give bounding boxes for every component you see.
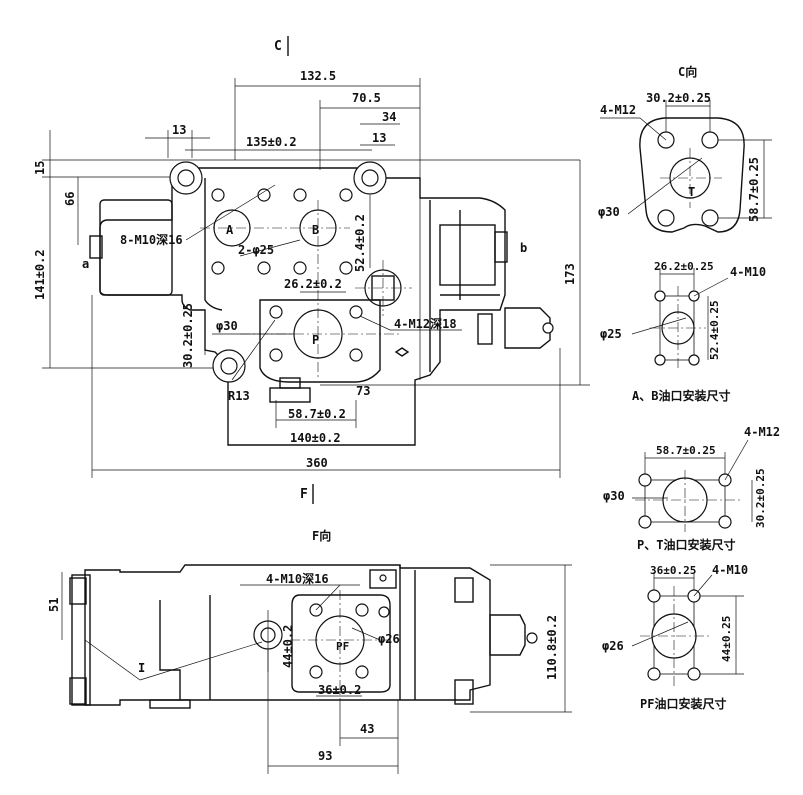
dim-70-5: 70.5 [352, 91, 381, 105]
c-dim-30-2: 30.2±0.25 [646, 91, 711, 105]
note-4m10-f: 4-M10深16 [266, 571, 329, 586]
ab-caption: A、B油口安装尺寸 [632, 388, 730, 403]
dim-30-2: 30.2±0.25 [181, 303, 195, 368]
pf-caption: PF油口安装尺寸 [640, 696, 726, 711]
note-2phi25: 2-φ25 [238, 243, 274, 257]
pt-dim-58-7: 58.7±0.25 [656, 444, 716, 457]
pf-note-4m10: 4-M10 [712, 563, 748, 577]
dim-173: 173 [563, 263, 577, 285]
pf-port-detail: 36±0.25 44±0.25 4-M10 φ26 PF油口安装尺寸 [602, 563, 748, 711]
dim-141: 141±0.2 [33, 249, 47, 300]
pt-note-phi30: φ30 [603, 489, 625, 503]
port-pf: PF [336, 640, 349, 653]
dim-15: 15 [33, 161, 47, 175]
c-note-phi30: φ30 [598, 205, 620, 219]
port-t: T [688, 185, 695, 199]
pt-note-4m12: 4-M12 [744, 425, 780, 439]
ab-port-detail: 26.2±0.25 52.4±0.25 4-M10 φ25 A、B油口安装尺寸 [600, 260, 766, 403]
c-note-4m12: 4-M12 [600, 103, 636, 117]
c-view-title: C向 [678, 64, 697, 79]
dim-51: 51 [47, 598, 61, 612]
dim-13-right: 13 [372, 131, 386, 145]
note-r13: R13 [228, 389, 250, 403]
ab-note-phi25: φ25 [600, 327, 622, 341]
f-view: F向 PF 51 44±0.2 36±0. [47, 528, 572, 774]
dim-110-8: 110.8±0.2 [545, 615, 559, 680]
dim-132-5: 132.5 [300, 69, 336, 83]
pf-dim-44: 44±0.25 [720, 616, 733, 662]
dim-135: 135±0.2 [246, 135, 297, 149]
section-marker-c: C [274, 39, 282, 54]
dim-58-7: 58.7±0.2 [288, 407, 346, 421]
label-i: I [138, 661, 145, 675]
pf-note-phi26: φ26 [602, 639, 624, 653]
dim-140: 140±0.2 [290, 431, 341, 445]
ab-note-4m10: 4-M10 [730, 265, 766, 279]
port-b: B [312, 223, 319, 237]
note-phi26-f: φ26 [378, 632, 400, 646]
dim-52-4: 52.4±0.2 [353, 214, 367, 272]
pt-caption: P、T油口安装尺寸 [637, 537, 735, 552]
pf-dim-36: 36±0.25 [650, 564, 696, 577]
note-4m12: 4-M12深18 [394, 316, 457, 331]
port-a: A [226, 223, 234, 237]
dim-360: 360 [306, 456, 328, 470]
dim-36: 36±0.2 [318, 683, 361, 697]
c-dim-58-7: 58.7±0.25 [747, 157, 761, 222]
label-b: b [520, 241, 527, 255]
section-marker-f: F [300, 487, 308, 502]
ab-dim-26-2: 26.2±0.25 [654, 260, 714, 273]
dim-73: 73 [356, 384, 370, 398]
dim-43: 43 [360, 722, 374, 736]
dim-93: 93 [318, 749, 332, 763]
pt-port-detail: 58.7±0.25 30.2±0.25 4-M12 φ30 P、T油口安装尺寸 [603, 425, 780, 552]
pt-dim-30-2: 30.2±0.25 [754, 468, 767, 528]
port-p: P [312, 333, 319, 347]
dim-66: 66 [63, 192, 77, 206]
f-view-title: F向 [312, 528, 331, 543]
main-view: 132.5 70.5 34 13 13 135±0.2 15 66 141±0.… [33, 69, 590, 478]
dim-44: 44±0.2 [281, 625, 295, 668]
dim-34: 34 [382, 110, 396, 124]
note-8m10: 8-M10深16 [120, 232, 183, 247]
dim-26-2: 26.2±0.2 [284, 277, 342, 291]
dim-13-top: 13 [172, 123, 186, 137]
label-a: a [82, 257, 89, 271]
note-phi30: φ30 [216, 319, 238, 333]
c-view: C向 T 30.2±0.25 58.7±0.25 4-M12 φ30 [598, 64, 772, 233]
ab-dim-52-4: 52.4±0.25 [708, 300, 721, 360]
